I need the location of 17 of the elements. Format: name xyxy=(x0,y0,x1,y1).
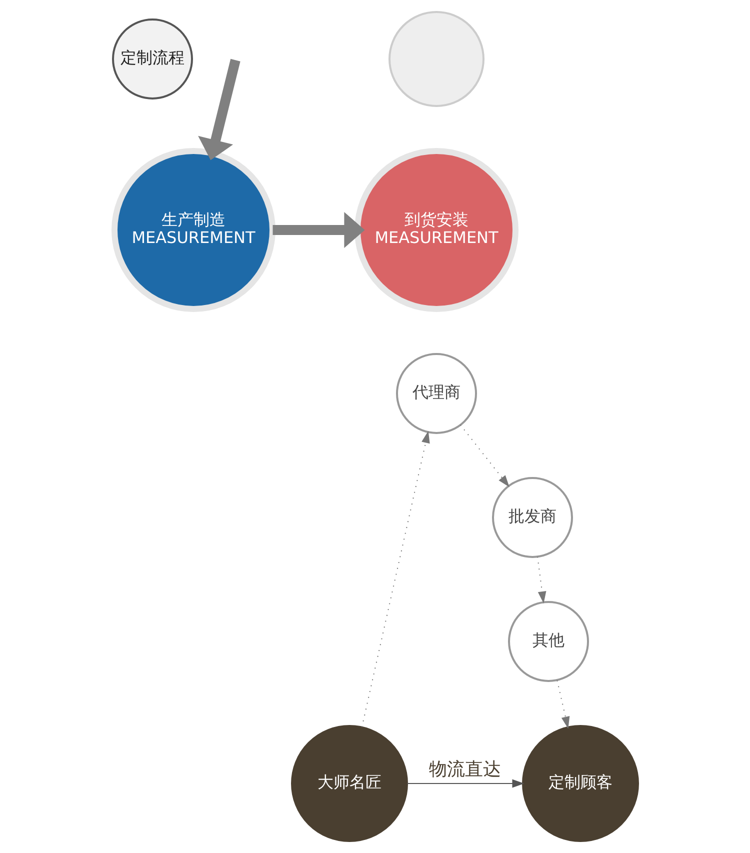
arrow xyxy=(198,58,240,160)
node-circle: 大师名匠 xyxy=(290,725,408,842)
node-circle: 生产制造 MEASUREMENT xyxy=(111,148,275,312)
arrow xyxy=(536,556,546,604)
arrow xyxy=(360,430,430,728)
node-circle: 定制流程 xyxy=(112,18,192,100)
node-circle: 定制顾客 xyxy=(522,725,638,842)
arrow xyxy=(406,779,524,788)
arrow xyxy=(459,424,509,488)
edge-label: 物流直达 xyxy=(428,758,500,780)
node-circle: 批发商 xyxy=(492,477,572,558)
node-circle: 代理商 xyxy=(396,353,476,434)
node-circle: 到货安装 MEASUREMENT xyxy=(354,148,518,312)
node-circle: 其他 xyxy=(508,601,588,682)
arrow xyxy=(556,680,570,729)
node-circle xyxy=(388,11,484,107)
arrow xyxy=(272,212,364,248)
